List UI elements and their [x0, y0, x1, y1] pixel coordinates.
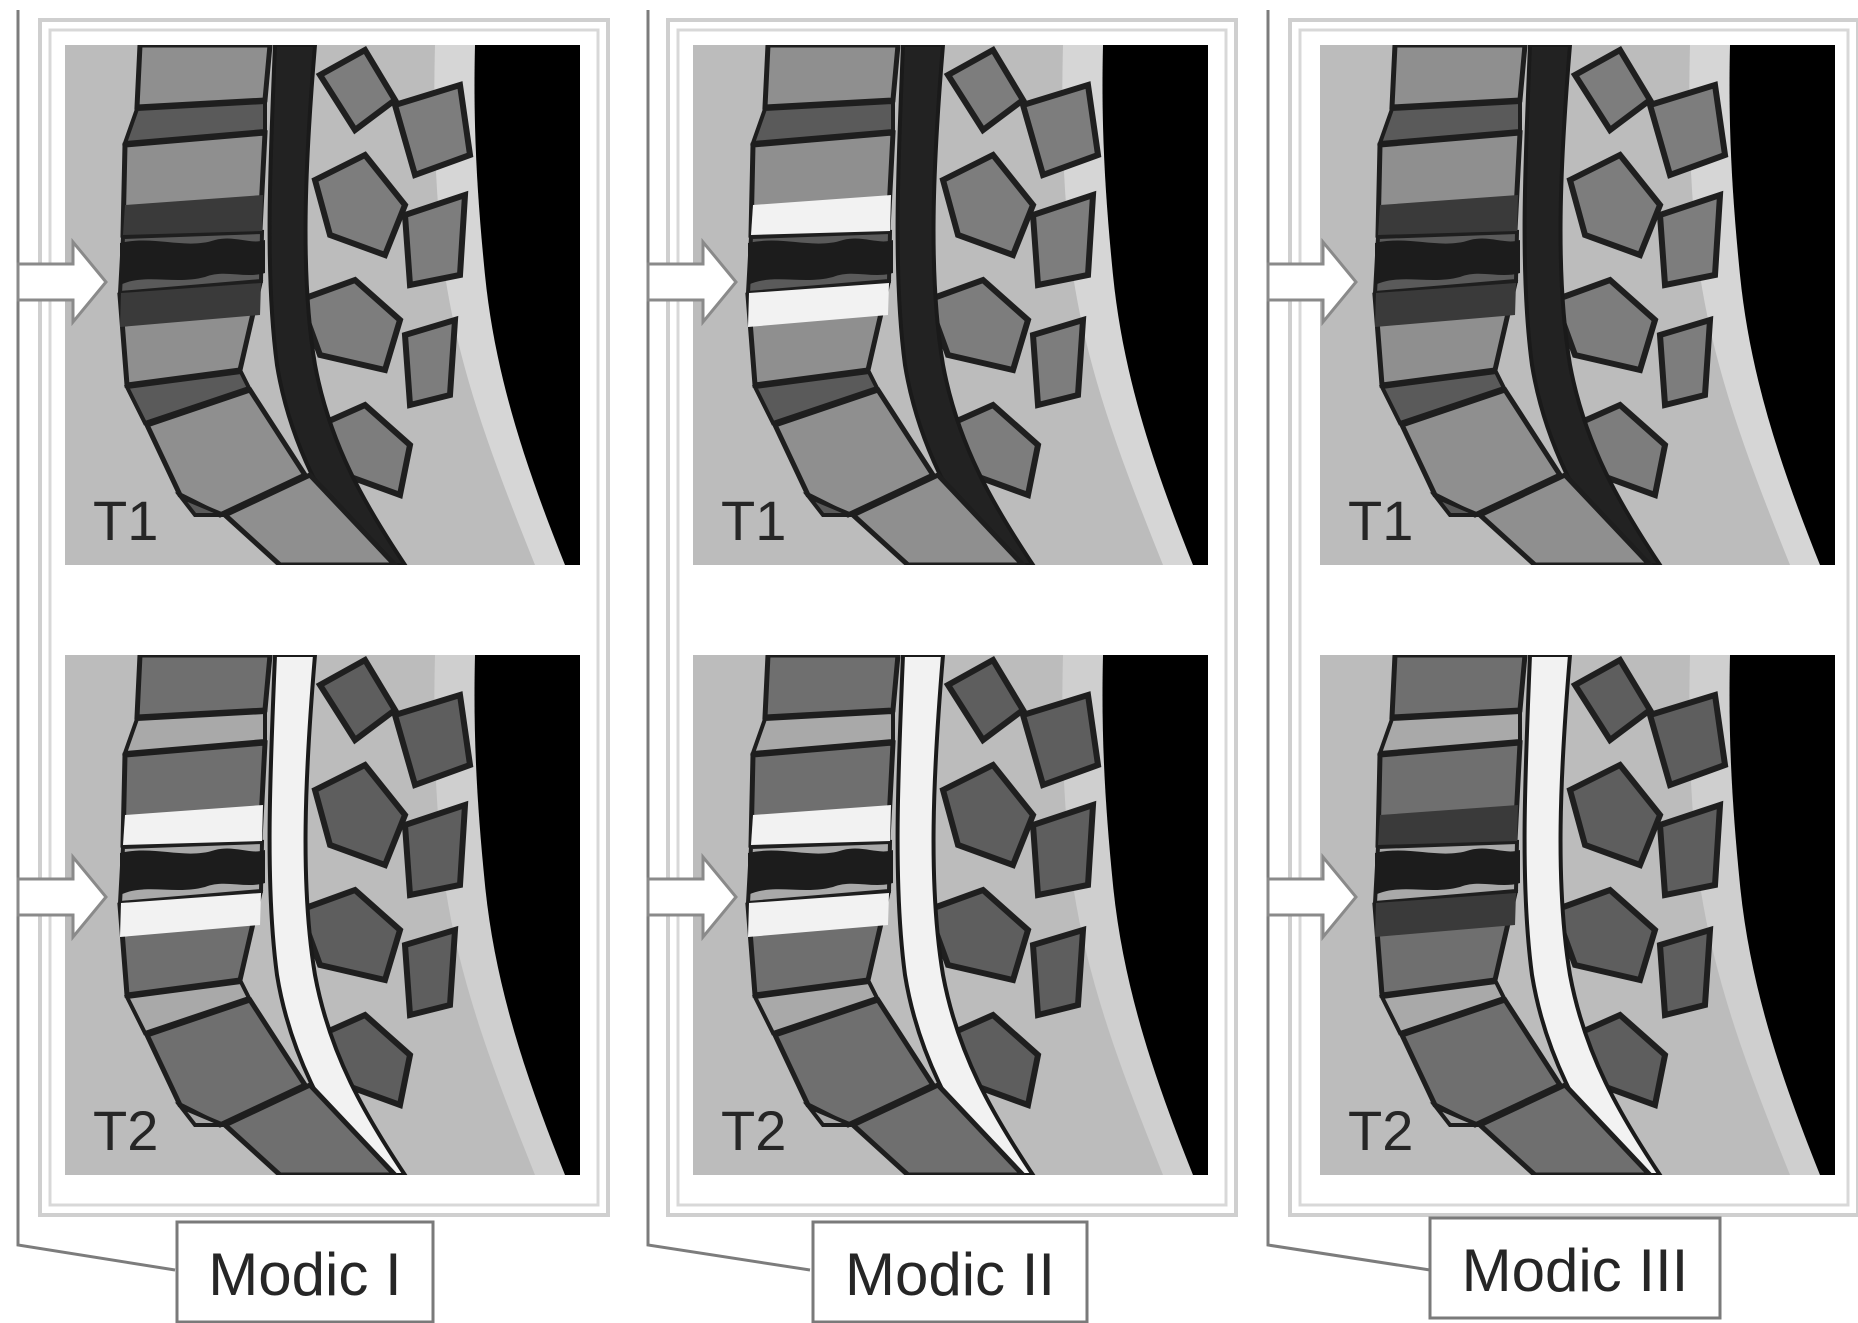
- panel-t2: T2: [693, 655, 1208, 1175]
- sequence-label: T1: [721, 489, 786, 552]
- sequence-label: T1: [1348, 489, 1413, 552]
- vertebra-l2: [1392, 655, 1525, 717]
- spine-anatomy: [1375, 45, 1835, 565]
- panel-t1: T1: [1320, 45, 1835, 565]
- vertebra-l2: [765, 45, 898, 107]
- vertebra-l2: [137, 655, 270, 717]
- spinous-3: [1660, 930, 1710, 1015]
- type-label-box: Modic I: [177, 1222, 433, 1322]
- panel-t1: T1: [693, 45, 1208, 565]
- column-modic-ii: T1 T2 Modic II: [648, 10, 1236, 1322]
- column-modic-i: T1 T2 Modic I: [18, 10, 608, 1322]
- panel-t1: T1: [65, 45, 580, 565]
- type-label-box: Modic II: [813, 1222, 1087, 1322]
- type-label-box: Modic III: [1430, 1218, 1720, 1318]
- panel-t2: T2: [1320, 655, 1835, 1175]
- sequence-label: T2: [721, 1099, 786, 1162]
- panel-t2: T2: [65, 655, 580, 1175]
- spinous-3: [405, 320, 455, 405]
- spine-anatomy: [748, 45, 1208, 565]
- spinous-3: [405, 930, 455, 1015]
- spine-anatomy: [120, 655, 580, 1175]
- vertebra-l2: [1392, 45, 1525, 107]
- type-label: Modic I: [208, 1241, 401, 1308]
- column-modic-iii: T1 T2 Modic III: [1268, 10, 1858, 1318]
- spine-anatomy: [1375, 655, 1835, 1175]
- sequence-label: T2: [93, 1099, 158, 1162]
- spinous-3: [1033, 930, 1083, 1015]
- spine-anatomy: [120, 45, 580, 565]
- sequence-label: T1: [93, 489, 158, 552]
- vertebra-l2: [765, 655, 898, 717]
- spinous-3: [1033, 320, 1083, 405]
- spinous-3: [1660, 320, 1710, 405]
- type-label: Modic II: [845, 1241, 1055, 1308]
- sequence-label: T2: [1348, 1099, 1413, 1162]
- type-label: Modic III: [1462, 1237, 1689, 1304]
- vertebra-l2: [137, 45, 270, 107]
- spine-anatomy: [748, 655, 1208, 1175]
